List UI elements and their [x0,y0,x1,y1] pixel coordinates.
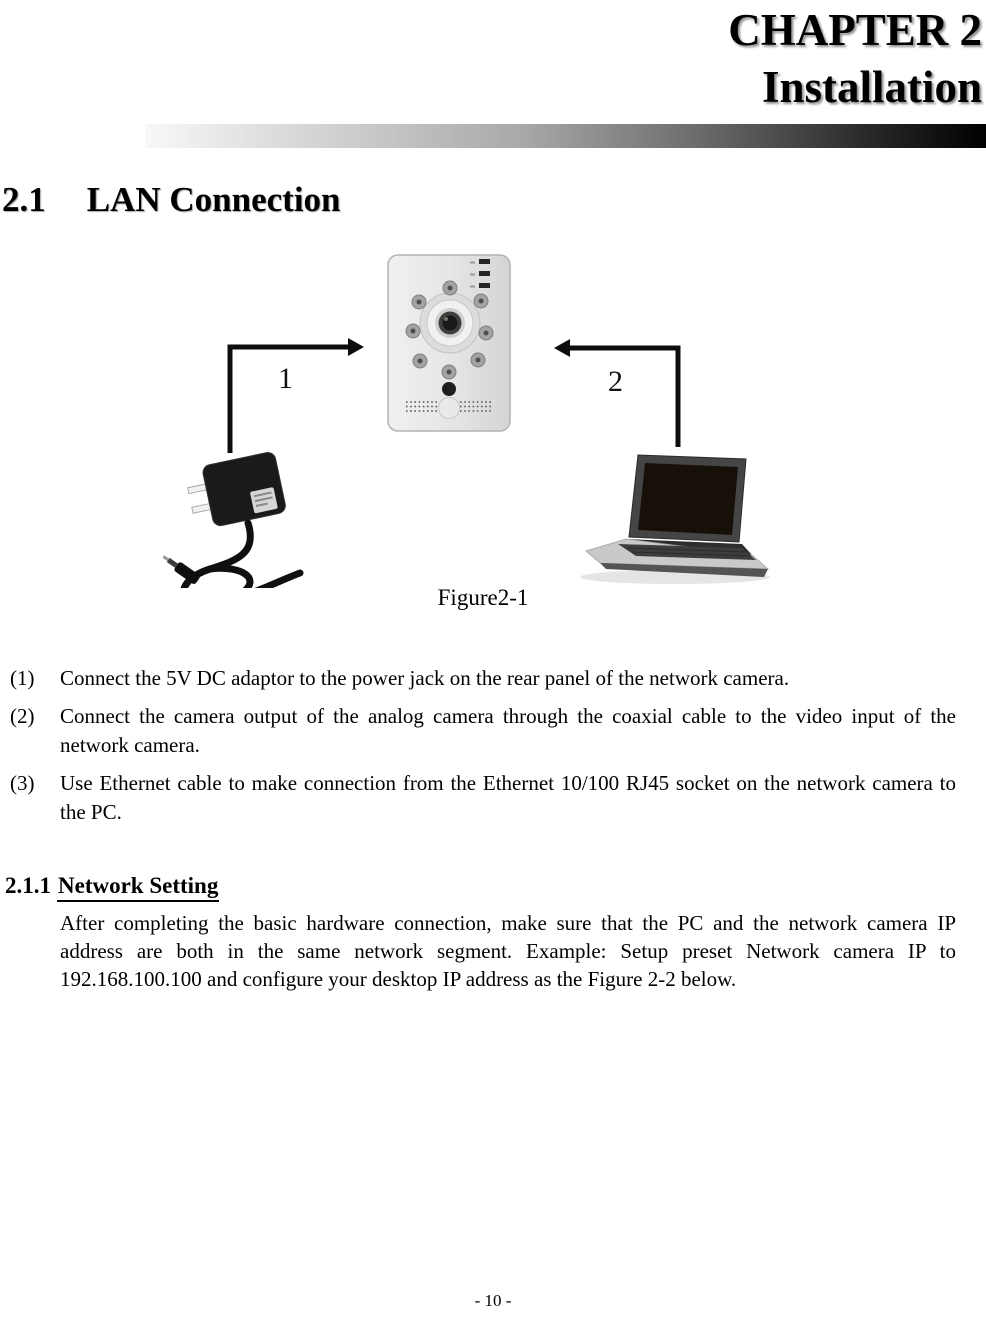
step-3: (3) Use Ethernet cable to make connectio… [10,769,956,827]
step-3-text: Use Ethernet cable to make connection fr… [60,771,956,824]
camera-lens [419,292,481,354]
installation-steps: (1) Connect the 5V DC adaptor to the pow… [10,664,956,836]
arrow-2-icon [554,339,681,447]
gradient-divider-bar [145,124,986,148]
adapter-body [202,452,286,527]
laptop-keyboard [618,544,756,560]
section-heading: 2.1 LAN Connection [2,180,341,220]
network-setting-paragraph: After completing the basic hardware conn… [60,911,956,991]
network-camera-illustration [387,254,511,432]
laptop-illustration [580,454,770,584]
figure-caption: Figure2-1 [437,585,529,610]
chapter-title-line1: CHAPTER 2 [728,5,982,55]
camera-status-leds [470,259,490,288]
chapter-title-line2: Installation [761,62,982,112]
chapter-title: CHAPTER 2 Installation [728,2,982,116]
camera-speaker-grille [406,401,492,412]
laptop-screen [638,463,738,535]
step-3-number: (3) [10,771,35,795]
page-number: - 10 - [474,1291,512,1310]
section-title: LAN Connection [86,180,341,219]
dc-plug [162,555,200,584]
step-1-text: Connect the 5V DC adaptor to the power j… [60,666,790,690]
step-1: (1) Connect the 5V DC adaptor to the pow… [10,664,956,693]
adapter-cable [180,519,304,588]
power-adapter-illustration [162,452,304,588]
step-2-text: Connect the camera output of the analog … [60,704,956,757]
section-number: 2.1 [2,180,46,219]
figure-2-1-illustration: 1 2 [150,243,850,588]
arrow-1-icon [227,338,364,453]
camera-ir-leds [405,280,494,380]
arrow-2-label: 2 [608,365,623,398]
camera-light-sensor [442,382,456,396]
subsection-number: 2.1.1 [5,873,51,898]
subsection-title: Network Setting [57,873,220,902]
arrow-1-label: 1 [278,362,293,395]
laptop-base-edge [600,563,768,577]
step-2-number: (2) [10,704,35,728]
step-1-number: (1) [10,666,35,690]
lan-connection-diagram: 1 2 [162,254,770,588]
camera-button [438,397,460,419]
step-2: (2) Connect the camera output of the ana… [10,702,956,760]
